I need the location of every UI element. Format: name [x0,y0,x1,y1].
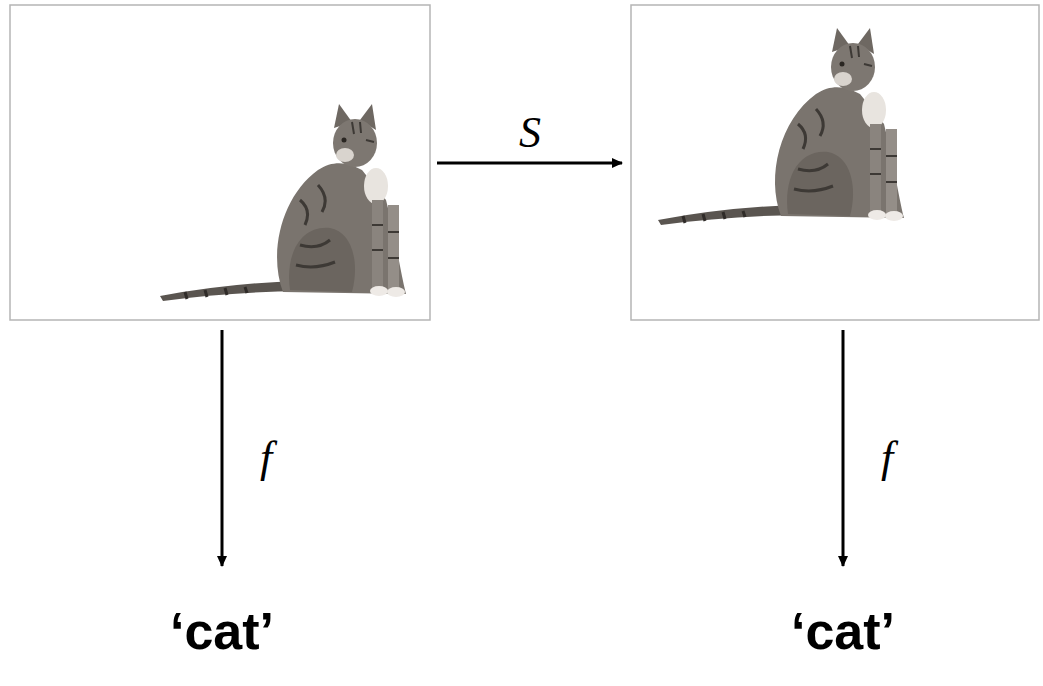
classifier-arrow [842,330,845,566]
image-frame [10,5,430,320]
image-frame [631,5,1039,320]
classifier-arrow [221,330,224,566]
class-label: ‘cat’ [170,603,274,660]
shift-arrow [437,162,622,165]
cat-picture [160,104,406,301]
cat-picture [658,28,904,225]
transform-symbol: S [519,109,541,157]
function-symbol: f [260,434,272,482]
class-label: ‘cat’ [791,603,895,660]
function-symbol: f [881,434,893,482]
